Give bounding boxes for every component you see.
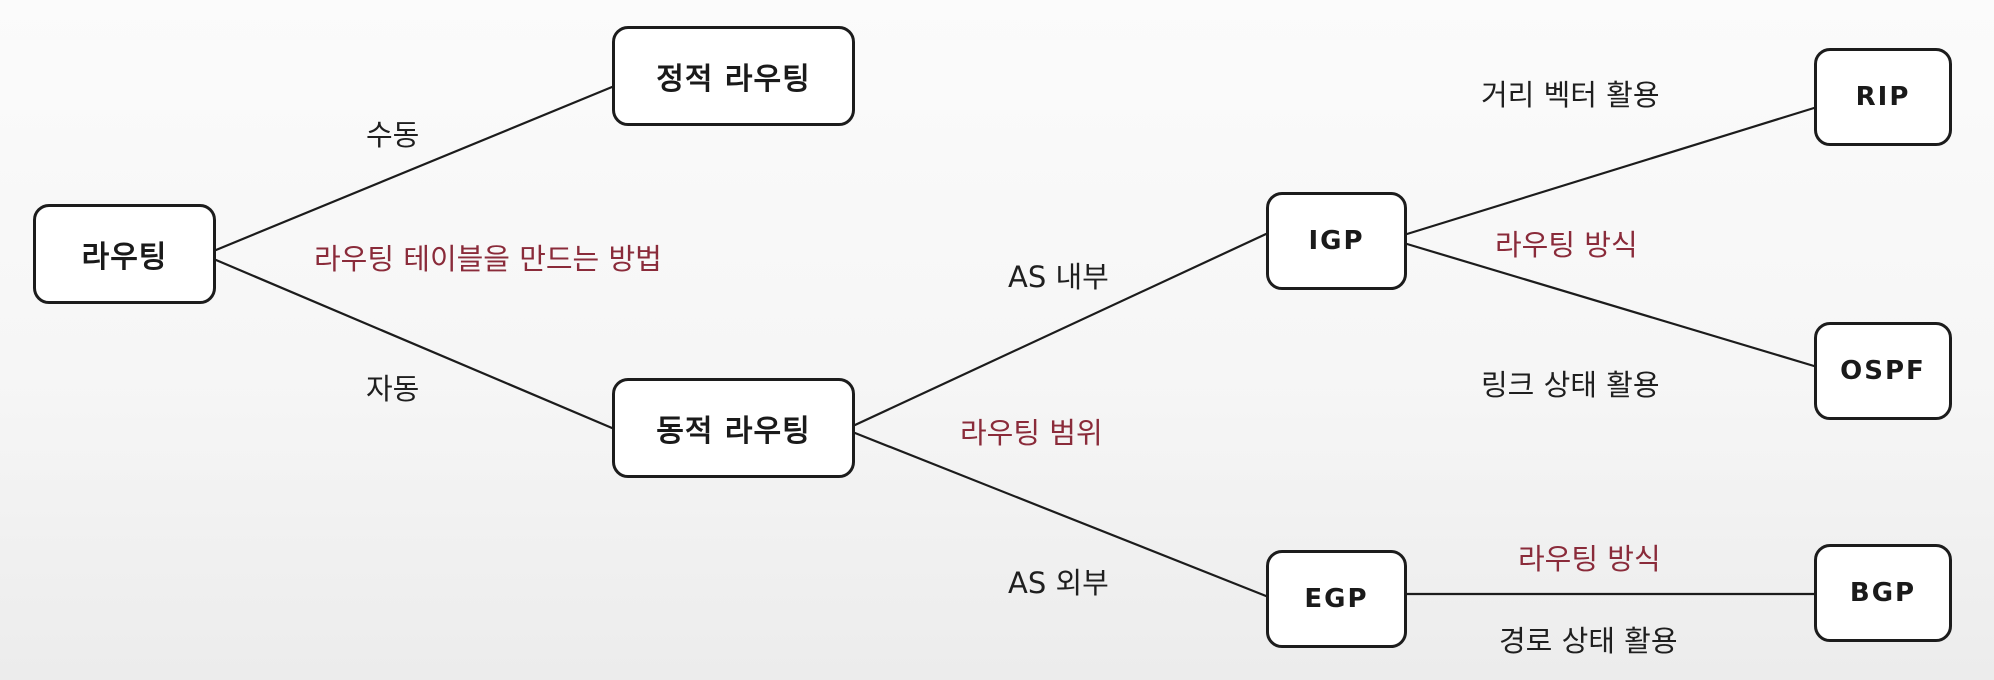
edge-routing-dynamic xyxy=(214,258,614,430)
label-distance-vector: 거리 벡터 활용 xyxy=(1481,78,1660,112)
annotation-routing-method-igp: 라우팅 방식 xyxy=(1495,228,1638,262)
label-path-state: 경로 상태 활용 xyxy=(1499,624,1678,658)
node-dynamic-routing: 동적 라우팅 xyxy=(612,378,855,478)
node-rip: RIP xyxy=(1814,48,1952,146)
label-manual: 수동 xyxy=(366,118,420,152)
node-bgp: BGP xyxy=(1814,544,1952,642)
label-as-internal: AS 내부 xyxy=(1008,260,1109,294)
annotation-table-method: 라우팅 테이블을 만드는 방법 xyxy=(314,242,662,276)
edge-dynamic-igp xyxy=(853,232,1268,427)
label-link-state: 링크 상태 활용 xyxy=(1481,368,1660,402)
edge-dynamic-egp xyxy=(853,431,1268,598)
edge-routing-static xyxy=(214,85,614,252)
label-as-external: AS 외부 xyxy=(1008,566,1109,600)
node-static-routing: 정적 라우팅 xyxy=(612,26,855,126)
node-ospf: OSPF xyxy=(1814,322,1952,420)
label-automatic: 자동 xyxy=(366,372,420,406)
annotation-routing-method-egp: 라우팅 방식 xyxy=(1518,542,1661,576)
edge-igp-ospf xyxy=(1405,242,1816,368)
node-egp: EGP xyxy=(1266,550,1407,648)
annotation-routing-scope: 라우팅 범위 xyxy=(960,416,1103,450)
node-routing: 라우팅 xyxy=(33,204,216,304)
node-igp: IGP xyxy=(1266,192,1407,290)
edge-igp-rip xyxy=(1405,106,1816,236)
